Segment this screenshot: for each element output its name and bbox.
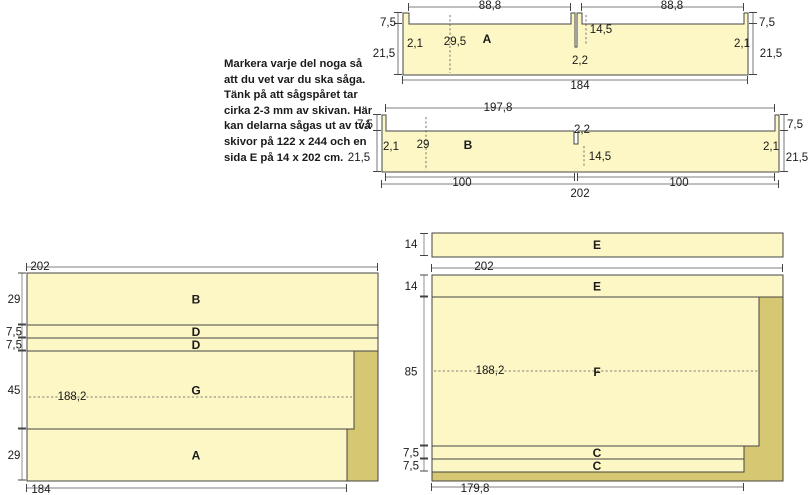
dim-a-top-left-label: 88,8 — [479, 0, 501, 12]
sheet-2-bottom-label: 179,8 — [461, 483, 490, 495]
sheet-1-part-b-0 — [26, 272, 379, 326]
sheet-e-part-label: E — [593, 238, 601, 252]
dim-a-notch-left-label: 7,5 — [380, 17, 396, 29]
dim-b-height-right-label: 21,5 — [786, 152, 808, 164]
dim-b-inner-height-label: 29 — [417, 139, 430, 151]
part-b-label: B — [464, 138, 473, 152]
dim-a-notch-right-label: 7,5 — [759, 17, 775, 29]
dim-b-height-left-label: 21,5 — [348, 152, 370, 164]
dim-a-notch-depth-right-label: 2,1 — [734, 38, 750, 50]
dim-a-height-right-label: 21,5 — [760, 48, 782, 60]
dim-b-notch-right-label: 7,5 — [787, 119, 803, 131]
sheet-e-part-e — [431, 232, 784, 258]
sheet-2-height-label-1: 85 — [405, 367, 418, 379]
part-a-shape — [402, 12, 749, 76]
sheet-1-part-d-2 — [26, 337, 379, 352]
dim-a-overall-label: 184 — [570, 80, 590, 92]
sheet-1-part-a-4 — [26, 428, 348, 482]
sheet-1-height-label-0: 29 — [8, 294, 21, 306]
sheet-1-height-label-4: 29 — [8, 450, 21, 462]
part-b-shape — [381, 114, 780, 173]
sheet-1-bottom-label: 184 — [31, 484, 51, 495]
sheet-1-part-label-3: G — [191, 384, 200, 398]
sheet-2-part-c-2 — [431, 445, 745, 460]
sheet-2-part-c-3 — [431, 458, 745, 473]
sheet-2-height-label-0: 14 — [405, 281, 418, 293]
dim-a-height-left-label: 21,5 — [373, 48, 395, 60]
dim-a-slot-height-label: 14,5 — [590, 24, 612, 36]
sheet-1-part-label-4: A — [192, 449, 201, 463]
part-a-label: A — [483, 32, 492, 46]
sheet-1-top-label: 202 — [30, 261, 49, 273]
dim-b-bottom-right-label: 100 — [669, 177, 688, 189]
dim-b-notch-left-label: 7,5 — [357, 119, 373, 131]
sheet-1-part-label-2: D — [192, 338, 201, 352]
dim-b-bottom-left-label: 100 — [452, 177, 471, 189]
instruction-text: Markera varje del noga så att du vet var… — [224, 58, 373, 164]
sheet-2-top-label: 202 — [474, 261, 493, 273]
dim-b-overall-label: 202 — [570, 188, 589, 200]
sheet-2-part-label-2: C — [593, 446, 602, 460]
dim-a-top-right-label: 88,8 — [661, 0, 683, 12]
sheet-1-part-label-0: B — [192, 293, 201, 307]
sheet-1-part-d-1 — [26, 324, 379, 339]
sheet-2-part-f-1 — [431, 296, 760, 447]
sheet-2-height-label-3: 7,5 — [403, 461, 419, 473]
dim-b-notch-depth-left-label: 2,1 — [383, 141, 399, 153]
sheet-1-height-label-2: 7,5 — [6, 340, 22, 352]
sheet-1-inner-label: 188,2 — [58, 391, 87, 403]
dim-b-slot-height-label: 14,5 — [589, 151, 611, 163]
dim-a-slot-width-label: 2,2 — [572, 55, 588, 67]
sheet-1-height-label-3: 45 — [8, 385, 21, 397]
dim-b-top-label: 197,8 — [484, 102, 513, 114]
sheet-1-part-label-1: D — [192, 325, 201, 339]
sheet-2-part-e-0 — [431, 274, 784, 298]
dim-a-notch-depth-left-label: 2,1 — [407, 38, 423, 50]
dim-b-notch-depth-right-label: 2,1 — [763, 141, 779, 153]
sheet-2-part-label-0: E — [593, 280, 601, 294]
dim-a-inner-height-label: 29,5 — [444, 36, 466, 48]
dim-b-slot-width-label: 2,2 — [574, 124, 590, 136]
sheet-2-inner-label: 188,2 — [476, 365, 505, 377]
sheet-e-height-label: 14 — [405, 239, 418, 251]
sheet-2-part-label-3: C — [593, 459, 602, 473]
sheet-1-height-label-1: 7,5 — [6, 327, 22, 339]
sheet-2-height-label-2: 7,5 — [403, 448, 419, 460]
sheet-2-part-label-1: F — [593, 365, 600, 379]
